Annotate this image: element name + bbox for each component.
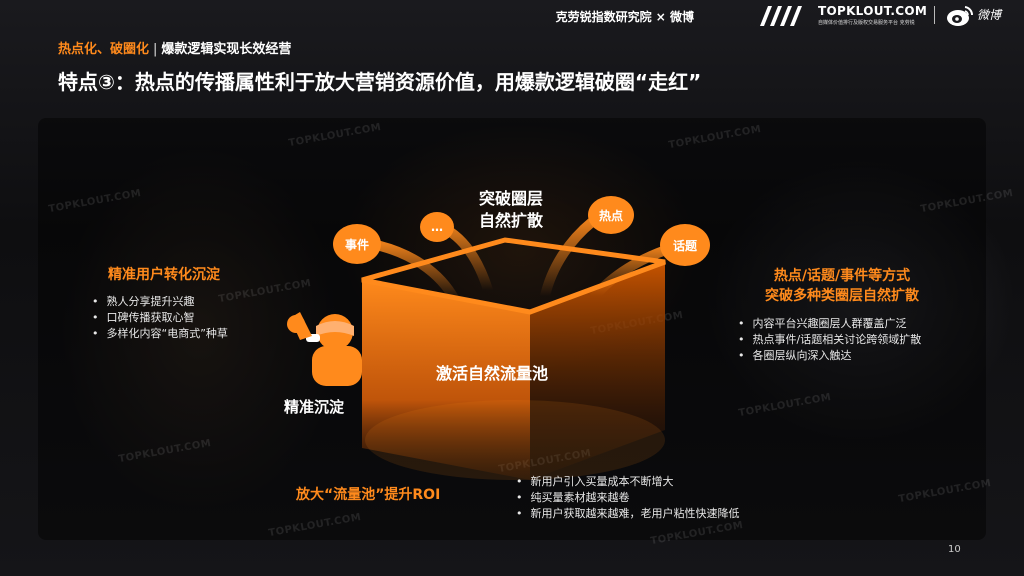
weibo-icon [947,6,974,26]
list-item: 新用户获取越来越难，老用户粘性快速降低 [516,506,740,522]
list-item: 内容平台兴趣圈层人群覆盖广泛 [738,316,921,332]
bubble-more: … [420,212,454,242]
list-item: 熟人分享提升兴趣 [92,294,228,310]
section-part-b: 爆款逻辑实现长效经营 [161,42,292,57]
box-top-frame [361,237,666,315]
arc-hot [540,217,597,301]
break-line-1: 突破圈层 [478,189,543,208]
page-number: 10 [948,544,961,555]
list-item: 纯买量素材越来越卷 [516,490,740,506]
left-list: 熟人分享提升兴趣 口碑传播获取心智 多样化内容“电商式”种草 [92,294,228,342]
bubble-topic: 话题 [660,224,710,266]
list-item: 热点事件/话题相关讨论跨领域扩散 [738,332,922,348]
section-part-a: 热点化、破圈化 [58,42,150,57]
bottom-heading: 放大“流量池”提升ROI [296,487,441,503]
brand-logo: TOPKLOUT.COM 自媒体价值排行及版权交易服务平台 克劳锐 [818,4,928,26]
top-bar: 克劳锐指数研究院 × 微博 TOPKLOUT.COM 自媒体价值排行及版权交易服… [0,0,1024,30]
list-item: 多样化内容“电商式”种草 [92,326,228,342]
section-divider: | [153,42,158,57]
list-item: 新用户引入买量成本不断增大 [516,474,740,490]
right-heading: 热点/话题/事件等方式 突破多种类圈层自然扩散 [722,266,962,306]
break-circle-label: 突破圈层 自然扩散 [470,188,552,232]
brand-name: TOPKLOUT.COM [818,4,928,18]
right-heading-line-1: 热点/话题/事件等方式 [773,268,911,284]
box-front-face [362,280,530,480]
page-title: 特点③：热点的传播属性利于放大营销资源价值，用爆款逻辑破圈“走红” [58,70,702,94]
sediment-label: 精准沉淀 [284,398,345,416]
org-label: 克劳锐指数研究院 × 微博 [555,10,694,24]
person-icon [287,312,362,386]
brand-subtitle: 自媒体价值排行及版权交易服务平台 克劳锐 [818,20,915,26]
list-item: 各圈层纵向深入触达 [738,348,921,364]
arc-event [367,239,460,305]
break-line-2: 自然扩散 [478,211,543,230]
bubble-hot: 热点 [588,196,634,234]
slash-logo-icon [760,6,802,26]
header-divider [934,6,935,24]
pool-label: 激活自然流量池 [436,364,549,383]
section-label: 热点化、破圈化|爆款逻辑实现长效经营 [58,38,291,57]
list-item: 口碑传播获取心智 [92,310,228,326]
right-heading-line-2: 突破多种类圈层自然扩散 [765,288,919,304]
right-list: 内容平台兴趣圈层人群覆盖广泛 热点事件/话题相关讨论跨领域扩散 各圈层纵向深入触… [738,316,922,364]
bottom-list: 新用户引入买量成本不断增大 纯买量素材越来越卷 新用户获取越来越难，老用户粘性快… [516,474,740,522]
box-right-face [530,262,665,480]
weibo-label: 微博 [977,8,1002,22]
box-glow [365,400,665,480]
bubble-event: 事件 [333,224,381,264]
left-heading: 精准用户转化沉淀 [108,267,220,283]
